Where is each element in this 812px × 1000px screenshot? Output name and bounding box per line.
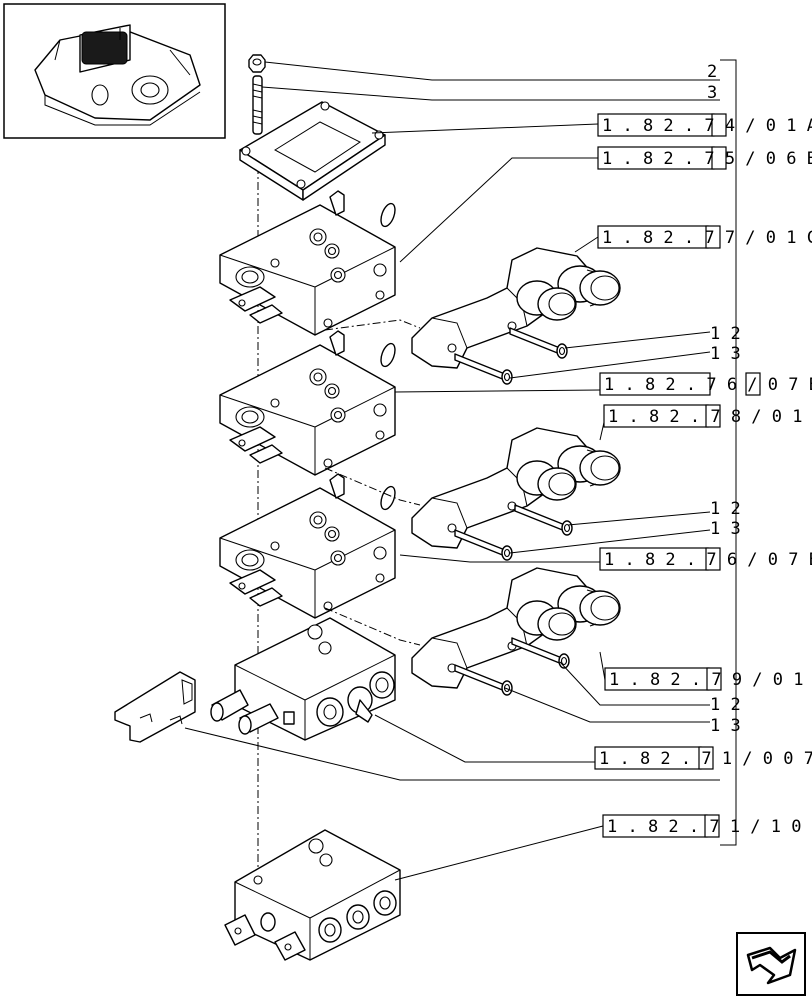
bolt-13-c[interactable] (454, 664, 513, 696)
handle-2[interactable] (411, 427, 621, 549)
callout-12-c: 1 2 (710, 695, 741, 715)
handle-3[interactable] (411, 567, 621, 689)
reference-box-3[interactable]: 1 . 8 2 . 7 7 / 0 1 C (597, 225, 812, 249)
reference-box-1[interactable]: 1 . 8 2 . 7 4 / 0 1 A (597, 113, 812, 137)
callout-2: 2 (707, 62, 717, 82)
bolt-12-a[interactable] (509, 327, 568, 359)
bolt-13-b[interactable] (454, 529, 513, 561)
reference-box-9[interactable]: 1 . 8 2 . 7 1 / 1 0 1 D (602, 814, 812, 838)
reference-label: 1 . 8 2 . 7 4 / 0 1 A (602, 116, 812, 136)
bracket-plate[interactable] (114, 671, 196, 743)
reference-box-8[interactable]: 1 . 8 2 . 7 1 / 0 0 7 C (594, 746, 812, 770)
end-section[interactable] (224, 829, 401, 961)
handle-1[interactable] (411, 247, 621, 369)
reference-box-2[interactable]: 1 . 8 2 . 7 5 / 0 6 B (597, 146, 812, 170)
inlet-section[interactable] (210, 617, 396, 741)
bolt-12-c[interactable] (511, 637, 570, 669)
cover-plate[interactable] (239, 101, 386, 201)
reference-box-7[interactable]: 1 . 8 2 . 7 9 / 0 1 C (604, 667, 812, 691)
nut-item-2[interactable] (248, 54, 266, 73)
callout-13-c: 1 3 (710, 716, 741, 736)
reference-label: 1 . 8 2 . 7 1 / 1 0 1 D (607, 817, 812, 837)
reference-box-6[interactable]: 1 . 8 2 . 7 6 / 0 7 B (599, 547, 812, 571)
reference-box-4[interactable]: 1 . 8 2 . 7 6 / 0 7 B (599, 372, 812, 396)
valve-section-3[interactable] (219, 473, 399, 619)
reference-box-5[interactable]: 1 . 8 2 . 7 8 / 0 1 C (603, 404, 812, 428)
thumbnail-overview[interactable] (3, 3, 226, 139)
bolt-12-b[interactable] (514, 504, 573, 536)
reference-label: 1 . 8 2 . 7 7 / 0 1 C (602, 228, 812, 248)
stud-item-3[interactable] (252, 75, 263, 135)
callout-12-b: 1 2 (710, 499, 741, 519)
valve-section-1[interactable] (219, 190, 399, 336)
reference-label: 1 . 8 2 . 7 6 / 0 7 B (604, 550, 812, 570)
callout-3: 3 (707, 83, 717, 103)
callout-13-a: 1 3 (710, 344, 741, 364)
callout-12-a: 1 2 (710, 324, 741, 344)
reference-label: 1 . 8 2 . 7 8 / 0 1 C (608, 407, 812, 427)
callout-13-b: 1 3 (710, 519, 741, 539)
reference-label: 1 . 8 2 . 7 9 / 0 1 C (609, 670, 812, 690)
valve-section-2[interactable] (219, 330, 399, 476)
reference-label: 1 . 8 2 . 7 5 / 0 6 B (602, 149, 812, 169)
bolt-13-a[interactable] (454, 353, 513, 385)
reference-label: 1 . 8 2 . 7 1 / 0 0 7 C (599, 749, 812, 769)
reference-label: 1 . 8 2 . 7 6 / 0 7 B (604, 375, 812, 395)
next-page-arrow-icon[interactable] (736, 932, 806, 996)
